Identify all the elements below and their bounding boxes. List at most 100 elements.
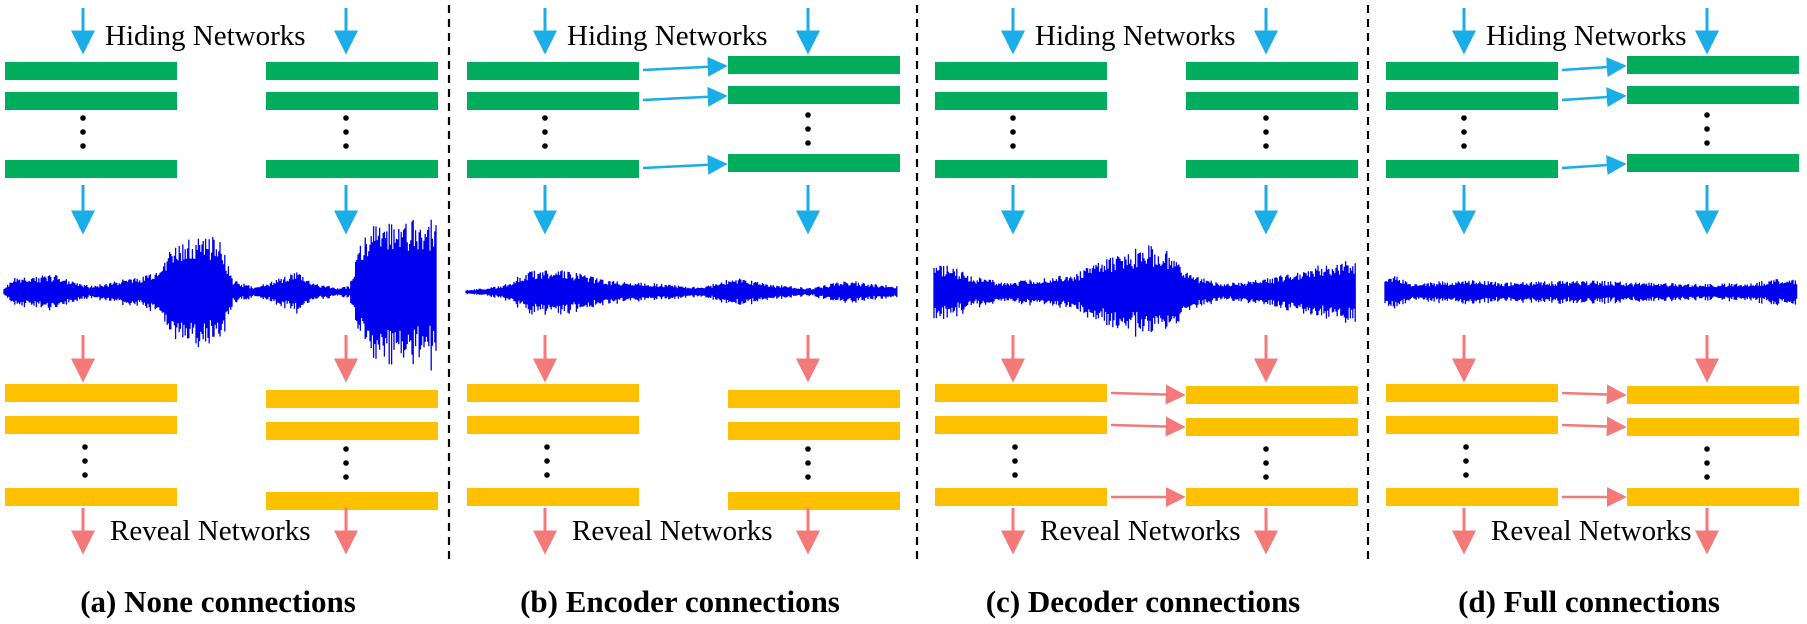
ellipsis-dot: [1010, 129, 1016, 135]
ellipsis-dot: [1012, 472, 1018, 478]
ellipsis-dot: [544, 444, 550, 450]
ellipsis-dot: [805, 460, 811, 466]
hiding-layer-bar: [935, 160, 1107, 178]
panel-caption: (b) Encoder connections: [520, 584, 840, 619]
hiding-networks-label: Hiding Networks: [567, 20, 768, 52]
reveal-layer-bar: [5, 384, 177, 402]
hiding-layer-bar: [935, 92, 1107, 110]
reveal-layer-bar: [5, 488, 177, 506]
ellipsis-dot: [343, 143, 349, 149]
ellipsis-dot: [1463, 444, 1469, 450]
hiding-networks-label: Hiding Networks: [105, 20, 306, 52]
ellipsis-dot: [544, 472, 550, 478]
decoder-skip-arrow: [1110, 384, 1186, 405]
reveal-networks-label: Reveal Networks: [572, 515, 773, 547]
ellipsis-dot: [1263, 129, 1269, 135]
ellipsis-dot: [1704, 126, 1710, 132]
hiding-layer-bar: [467, 62, 639, 80]
ellipsis-dot: [82, 458, 88, 464]
reveal-layer-bar: [1186, 418, 1358, 436]
ellipsis-dot: [1704, 112, 1710, 118]
ellipsis-dot: [1704, 460, 1710, 466]
hiding-layer-bar: [5, 160, 177, 178]
ellipsis-dot: [82, 444, 88, 450]
ellipsis-dot: [1704, 474, 1710, 480]
encoder-skip-arrow: [1561, 155, 1627, 176]
hiding-layer-bar: [728, 154, 900, 172]
panel-caption: (a) None connections: [80, 584, 356, 619]
ellipsis-dot: [80, 143, 86, 149]
reveal-layer-bar: [467, 416, 639, 434]
reveal-layer-bar: [5, 416, 177, 434]
reveal-layer-bar: [1386, 488, 1558, 506]
ellipsis-dot: [1012, 444, 1018, 450]
hiding-layer-bar: [467, 160, 639, 178]
reveal-layer-bar: [1627, 418, 1799, 436]
ellipsis-dot: [1263, 446, 1269, 452]
decoder-skip-arrow: [1561, 416, 1627, 437]
hiding-networks-label: Hiding Networks: [1486, 20, 1687, 52]
hiding-layer-bar: [935, 62, 1107, 80]
reveal-layer-bar: [266, 390, 438, 408]
hiding-layer-bar: [1627, 56, 1799, 74]
hiding-layer-bar: [728, 56, 900, 74]
ellipsis-dot: [544, 458, 550, 464]
reveal-layer-bar: [728, 390, 900, 408]
reveal-layer-bar: [1386, 384, 1558, 402]
ellipsis-dot: [80, 115, 86, 121]
hiding-layer-bar: [1386, 62, 1558, 80]
reveal-layer-bar: [1186, 386, 1358, 404]
hiding-layer-bar: [1186, 62, 1358, 80]
hiding-layer-bar: [1627, 154, 1799, 172]
reveal-layer-bar: [467, 384, 639, 402]
hiding-layer-bar: [266, 62, 438, 80]
ellipsis-dot: [343, 460, 349, 466]
audio-waveform: [1384, 276, 1798, 309]
reveal-layer-bar: [935, 488, 1107, 506]
hiding-layer-bar: [1627, 86, 1799, 104]
ellipsis-dot: [1263, 115, 1269, 121]
hiding-networks-label: Hiding Networks: [1035, 20, 1236, 52]
decoder-skip-arrow: [1561, 384, 1627, 405]
hiding-layer-bar: [5, 92, 177, 110]
ellipsis-dot: [343, 115, 349, 121]
reveal-layer-bar: [728, 422, 900, 440]
ellipsis-dot: [805, 140, 811, 146]
hiding-layer-bar: [1386, 160, 1558, 178]
decoder-skip-arrow: [1110, 416, 1186, 437]
ellipsis-dot: [542, 115, 548, 121]
ellipsis-dot: [1010, 115, 1016, 121]
reveal-layer-bar: [266, 422, 438, 440]
hiding-layer-bar: [1186, 92, 1358, 110]
ellipsis-dot: [343, 474, 349, 480]
reveal-layer-bar: [1186, 488, 1358, 506]
ellipsis-dot: [1263, 143, 1269, 149]
ellipsis-dot: [1463, 458, 1469, 464]
reveal-layer-bar: [728, 492, 900, 510]
reveal-layer-bar: [467, 488, 639, 506]
ellipsis-dot: [1263, 474, 1269, 480]
hiding-layer-bar: [5, 62, 177, 80]
ellipsis-dot: [1012, 458, 1018, 464]
ellipsis-dot: [1704, 140, 1710, 146]
ellipsis-dot: [1461, 129, 1467, 135]
ellipsis-dot: [805, 126, 811, 132]
hiding-layer-bar: [266, 92, 438, 110]
ellipsis-dot: [542, 143, 548, 149]
ellipsis-dot: [1010, 143, 1016, 149]
ellipsis-dot: [343, 129, 349, 135]
encoder-skip-arrow: [1561, 57, 1627, 78]
ellipsis-dot: [1461, 115, 1467, 121]
ellipsis-dot: [80, 129, 86, 135]
reveal-layer-bar: [266, 492, 438, 510]
audio-waveform: [465, 270, 898, 315]
reveal-layer-bar: [1627, 488, 1799, 506]
reveal-layer-bar: [1386, 416, 1558, 434]
encoder-skip-arrow: [1561, 87, 1627, 108]
panel-caption: (c) Decoder connections: [986, 584, 1301, 619]
reveal-networks-label: Reveal Networks: [110, 515, 311, 547]
hiding-layer-bar: [728, 86, 900, 104]
